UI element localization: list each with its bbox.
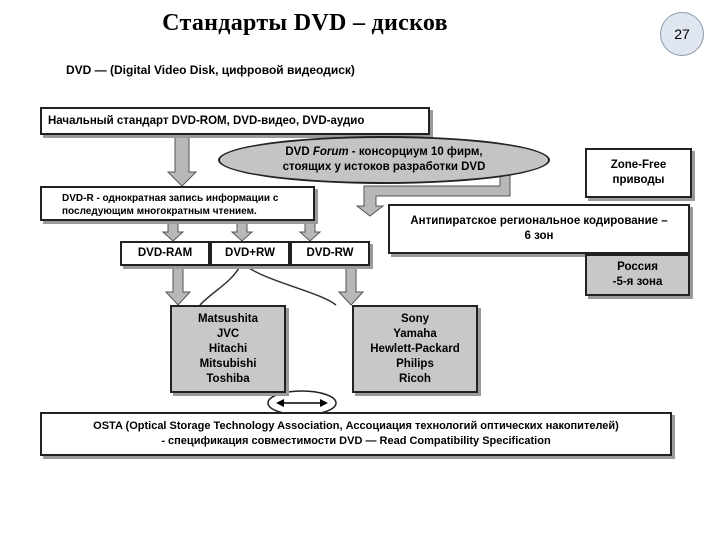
dvd-forum-ellipse: DVD Forum - консорциум 10 фирм, стоящих … <box>218 136 550 184</box>
company-item: Philips <box>396 357 434 370</box>
company-item: Sony <box>400 312 430 325</box>
osta-box: OSTA (Optical Storage Technology Associa… <box>40 412 672 456</box>
russia-line1: Россия <box>617 261 658 273</box>
zone-free-line1: Zone-Free <box>610 159 667 171</box>
antipiracy-box: Антипиратское региональное кодирование –… <box>388 204 690 254</box>
arrow-dvdr-to-rw <box>298 220 322 242</box>
format-dvd-rw: DVD-RW <box>290 241 370 266</box>
zone-free-box: Zone-Free приводы <box>585 148 692 198</box>
osta-line2: - спецификация совместимости DVD — Read … <box>161 435 551 447</box>
connector-plusrw-left <box>199 265 241 306</box>
format-dvd-ram: DVD-RAM <box>120 241 210 266</box>
russia-line2: -5-я зона <box>612 276 663 288</box>
company-item: Hewlett-Packard <box>370 342 460 355</box>
zone-free-line2: приводы <box>612 174 665 186</box>
company-item: Hitachi <box>208 342 248 355</box>
arrow-initial-to-dvdr <box>166 133 198 187</box>
subtitle: DVD — (Digital Video Disk, цифровой виде… <box>66 63 355 77</box>
company-item: Ricoh <box>399 372 431 385</box>
russia-zone-box: Россия -5-я зона <box>585 254 690 296</box>
company-item: Yamaha <box>393 327 437 340</box>
company-item: JVC <box>216 327 240 340</box>
initial-standard-text: Начальный стандарт DVD-ROM, DVD-видео, D… <box>48 115 365 127</box>
format-dvd-plus-rw: DVD+RW <box>210 241 290 266</box>
format-dvd-ram-label: DVD-RAM <box>137 247 193 259</box>
arrow-forum-to-antipiracy <box>355 173 511 217</box>
page-title: Стандарты DVD – дисков <box>162 10 448 36</box>
companies-left-box: Matsushita JVC Hitachi Mitsubishi Toshib… <box>170 305 286 393</box>
arrow-ram-to-left-companies <box>164 265 192 306</box>
arrow-dvdr-to-plusrw <box>230 220 254 242</box>
page-number-badge: 27 <box>660 12 704 56</box>
format-dvd-rw-label: DVD-RW <box>306 247 354 259</box>
antipiracy-line1: Антипиратское региональное кодирование – <box>410 215 668 227</box>
company-item: Matsushita <box>197 312 259 325</box>
antipiracy-line2: 6 зон <box>524 230 554 242</box>
company-item: Mitsubishi <box>199 357 257 370</box>
connector-plusrw-right <box>245 265 337 306</box>
arrow-dvdr-to-ram <box>161 220 185 242</box>
dvd-r-line1: DVD-R - однократная запись информации с <box>62 193 279 204</box>
dvd-forum-line2: стоящих у истоков разработки DVD <box>282 161 486 173</box>
dvd-r-box: DVD-R - однократная запись информации с … <box>40 186 315 221</box>
company-item: Toshiba <box>206 372 250 385</box>
double-arrow-right-head <box>320 399 328 407</box>
dvd-forum-line1: DVD Forum - консорциум 10 фирм, <box>285 146 483 158</box>
companies-right-box: Sony Yamaha Hewlett-Packard Philips Rico… <box>352 305 478 393</box>
arrow-rw-to-right-companies <box>337 265 365 306</box>
format-dvd-plus-rw-label: DVD+RW <box>225 247 275 259</box>
page-number: 27 <box>674 26 690 42</box>
initial-standard-box: Начальный стандарт DVD-ROM, DVD-видео, D… <box>40 107 430 135</box>
dvd-r-line2: последующим многократным чтением. <box>62 206 257 217</box>
osta-line1: OSTA (Optical Storage Technology Associa… <box>93 420 619 432</box>
double-arrow-left-head <box>276 399 284 407</box>
